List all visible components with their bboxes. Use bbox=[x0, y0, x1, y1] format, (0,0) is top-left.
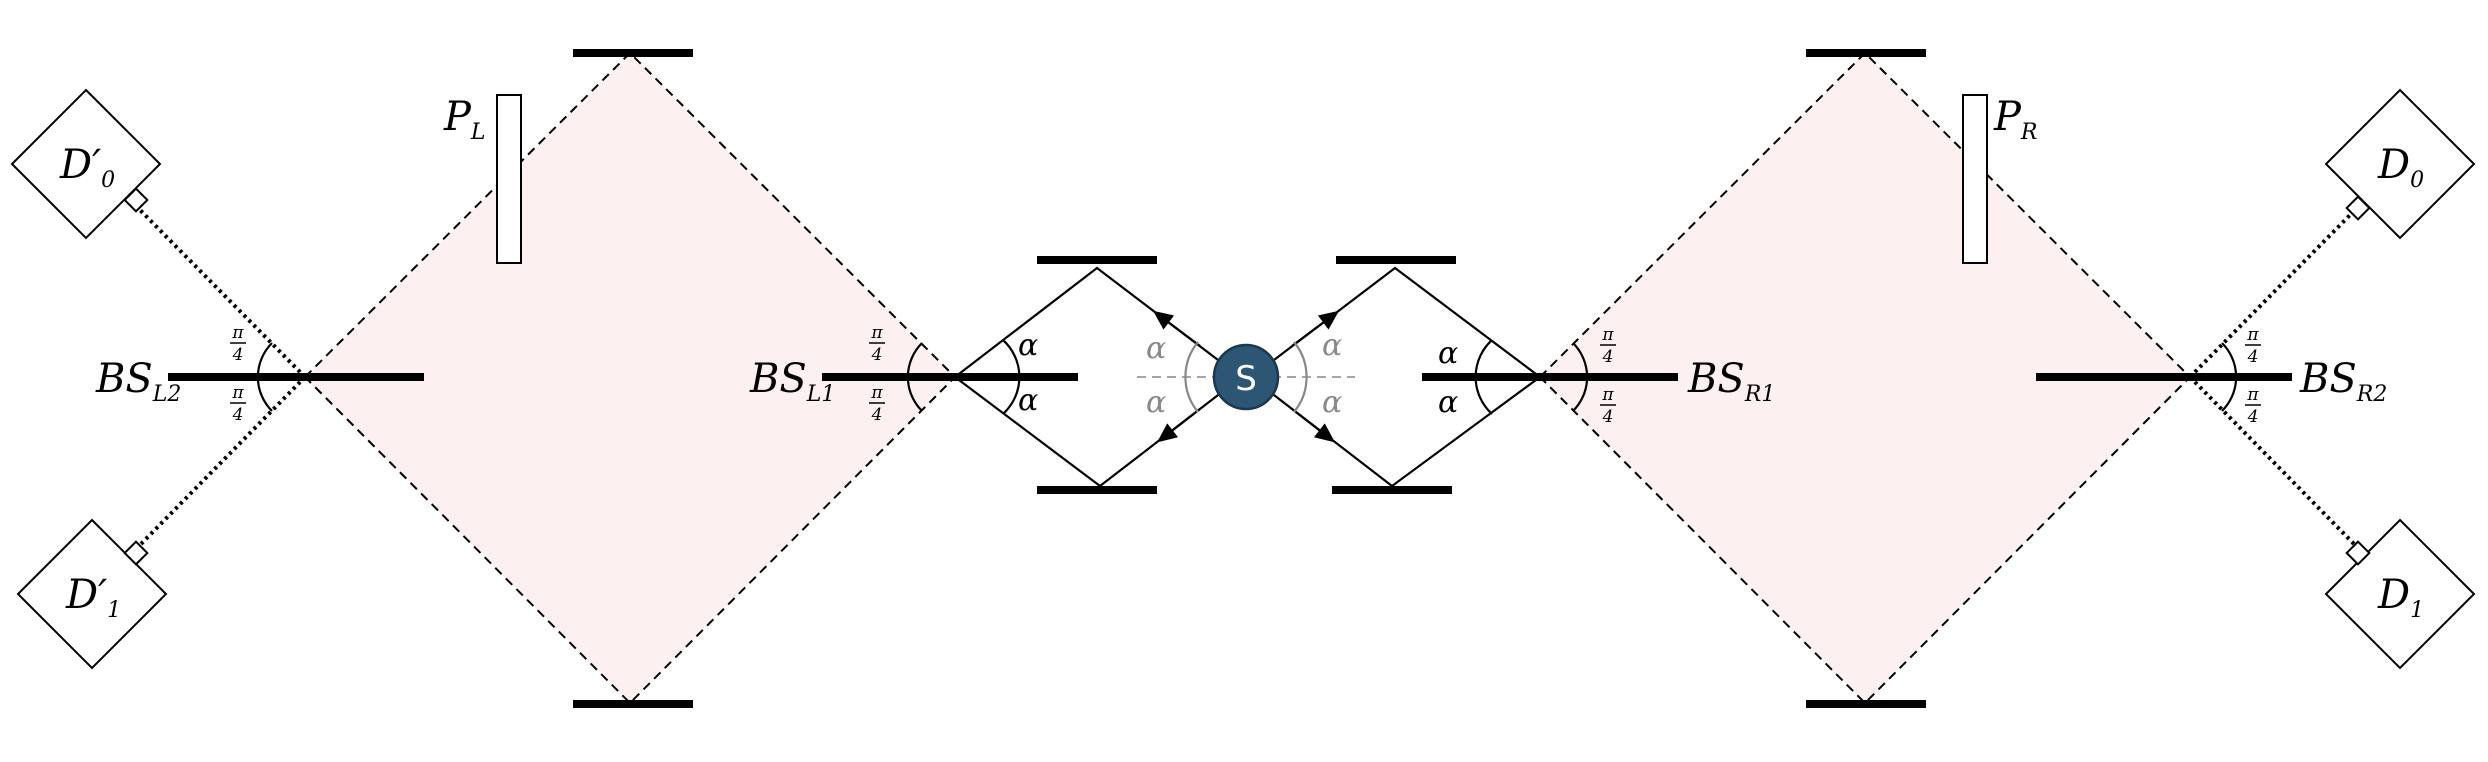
bs-l2-bar bbox=[168, 373, 424, 381]
mirror-inner-left-bottom bbox=[1037, 486, 1157, 494]
frac-bs-r1-top: π4 bbox=[1600, 325, 1616, 367]
svg-text:4: 4 bbox=[1602, 407, 1614, 427]
angle-arcs bbox=[256, 339, 2238, 415]
mirror-left-top bbox=[573, 49, 693, 57]
svg-text:π: π bbox=[870, 383, 883, 403]
bs-l1-bar bbox=[822, 373, 1078, 381]
detector-d0-prime-port bbox=[123, 187, 149, 213]
inner-alpha-arc-right bbox=[1293, 341, 1308, 413]
beam-splitter-bars bbox=[168, 373, 2292, 381]
frac-bs-l1-top: π4 bbox=[869, 323, 885, 365]
bs-l2-label: BSL2 bbox=[95, 356, 181, 407]
frac-bs-l1-bottom: π4 bbox=[869, 383, 885, 425]
svg-text:π: π bbox=[231, 383, 244, 403]
direction-arrows bbox=[1152, 310, 1340, 443]
polarizer-left-label: PL bbox=[443, 94, 486, 145]
detector-d1-prime-port bbox=[123, 540, 149, 566]
bs-l1-label: BSL1 bbox=[749, 356, 835, 407]
bs-r2-label: BSR2 bbox=[2299, 356, 2387, 407]
polarizer-left bbox=[496, 94, 522, 264]
alpha-bs-r1-top: α bbox=[1438, 336, 1458, 371]
mirror-right-top bbox=[1806, 49, 1926, 57]
mirror-inner-right-bottom bbox=[1332, 486, 1452, 494]
svg-text:π: π bbox=[2246, 385, 2259, 405]
frac-bs-l2-top: π4 bbox=[230, 323, 246, 365]
svg-text:4: 4 bbox=[1602, 347, 1614, 367]
detector-d0-port bbox=[2345, 195, 2371, 221]
alpha-source-right-bottom: α bbox=[1322, 385, 1342, 420]
dotted-detector-paths bbox=[138, 208, 2357, 547]
pi-over-4-labels: π4 π4 π4 π4 π4 π4 π4 π4 bbox=[230, 323, 2261, 427]
mirror-inner-left-top bbox=[1037, 256, 1157, 264]
svg-text:4: 4 bbox=[871, 405, 883, 425]
frac-bs-r1-bottom: π4 bbox=[1600, 385, 1616, 427]
mirror-right-bottom bbox=[1806, 700, 1926, 708]
alpha-source-left-top: α bbox=[1146, 331, 1166, 366]
detector-d1-prime-label: D′1 bbox=[65, 572, 121, 623]
detector-d1-label: D1 bbox=[2377, 572, 2424, 623]
alpha-bs-l1-bottom: α bbox=[1018, 383, 1038, 418]
polarizer-right bbox=[1962, 94, 1988, 264]
alpha-bs-l1-top: α bbox=[1018, 328, 1038, 363]
svg-text:π: π bbox=[1601, 385, 1614, 405]
svg-text:π: π bbox=[231, 323, 244, 343]
detector-d0-label: D0 bbox=[2377, 142, 2424, 193]
bs-r1-label: BSR1 bbox=[1687, 356, 1775, 407]
bs-r2-bar bbox=[2036, 373, 2292, 381]
svg-text:4: 4 bbox=[2247, 407, 2259, 427]
alpha-labels-source: α α α α bbox=[1146, 328, 1342, 420]
mirror-left-bottom bbox=[573, 700, 693, 708]
mirror-inner-right-top bbox=[1336, 256, 1456, 264]
alpha-labels-outer: α α α α bbox=[1018, 328, 1458, 420]
svg-text:4: 4 bbox=[232, 345, 244, 365]
detectors bbox=[10, 88, 2476, 670]
alpha-source-left-bottom: α bbox=[1146, 385, 1166, 420]
photon-source-label: S bbox=[1235, 359, 1257, 399]
alpha-bs-r1-bottom: α bbox=[1438, 385, 1458, 420]
svg-text:4: 4 bbox=[2247, 347, 2259, 367]
polarizer-right-label: PR bbox=[1993, 94, 2038, 145]
detector-d0-prime-box bbox=[10, 88, 162, 240]
frac-bs-l2-bottom: π4 bbox=[230, 383, 246, 425]
alpha-source-right-top: α bbox=[1322, 328, 1342, 363]
svg-text:π: π bbox=[1601, 325, 1614, 345]
svg-text:π: π bbox=[870, 323, 883, 343]
inner-alpha-arc-left bbox=[1184, 341, 1199, 413]
mirrors bbox=[573, 49, 1926, 708]
svg-text:4: 4 bbox=[232, 405, 244, 425]
svg-text:4: 4 bbox=[871, 345, 883, 365]
detector-d1-port bbox=[2345, 540, 2371, 566]
detector-d0-prime-label: D′0 bbox=[59, 142, 115, 193]
svg-text:π: π bbox=[2246, 325, 2259, 345]
photon-source-circle bbox=[1212, 343, 1280, 411]
bs-r1-bar bbox=[1422, 373, 1678, 381]
frac-bs-r2-top: π4 bbox=[2245, 325, 2261, 367]
frac-bs-r2-bottom: π4 bbox=[2245, 385, 2261, 427]
